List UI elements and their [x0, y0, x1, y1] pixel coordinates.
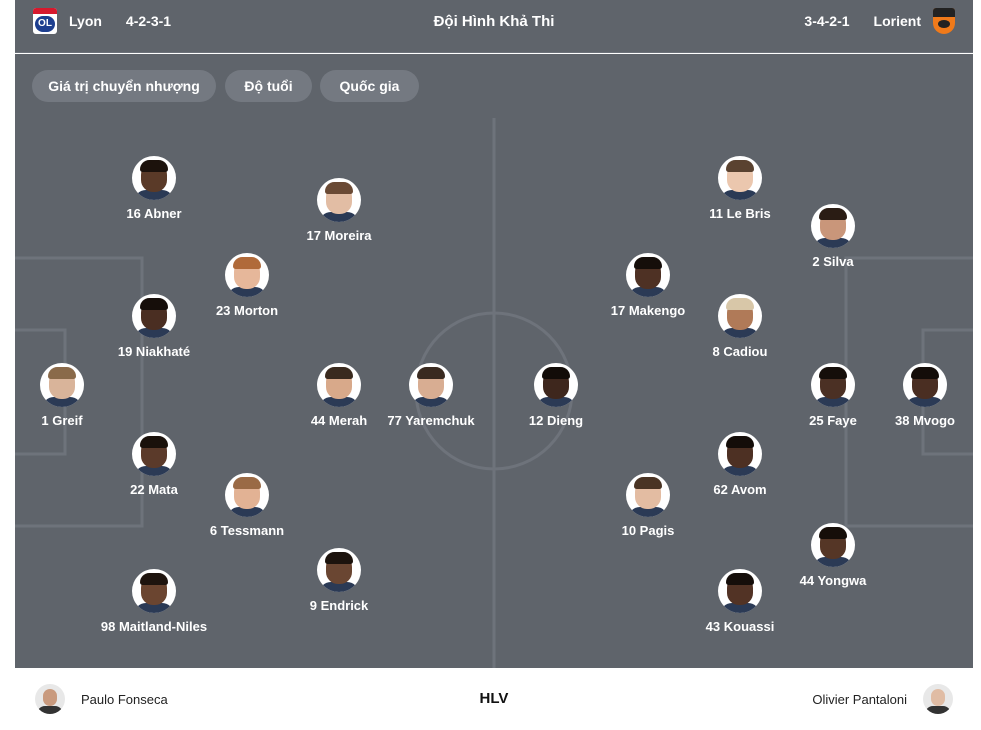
player-label: 11 Le Bris: [709, 206, 771, 221]
player-avatar: [534, 363, 578, 407]
player-label: 19 Niakhaté: [117, 344, 191, 359]
player-label: 43 Kouassi: [705, 619, 775, 634]
player-avatar: [409, 363, 453, 407]
player-avatar: [317, 548, 361, 592]
player-label: 16 Abner: [126, 206, 182, 221]
player-avatar: [225, 473, 269, 517]
player-avatar: [132, 432, 176, 476]
lorient-crest-icon: [933, 8, 955, 34]
player-label: 12 Dieng: [528, 413, 584, 428]
player-label: 10 Pagis: [621, 523, 675, 538]
away-coach[interactable]: Olivier Pantaloni: [812, 684, 953, 714]
home-coach-face: [43, 689, 57, 706]
player-avatar: [40, 363, 84, 407]
player-label: 9 Endrick: [309, 598, 369, 613]
filter-country-button[interactable]: Quốc gia: [320, 70, 419, 102]
away-team-name: Lorient: [873, 13, 921, 29]
player-label: 6 Tessmann: [209, 523, 285, 538]
player-avatar: [626, 473, 670, 517]
away-coach-avatar: [923, 684, 953, 714]
player-label: 17 Makengo: [610, 303, 686, 318]
player-avatar: [317, 178, 361, 222]
filter-chips: Giá trị chuyển nhượng Độ tuổi Quốc gia: [15, 54, 973, 118]
player-avatar: [811, 363, 855, 407]
away-formation: 3-4-2-1: [804, 13, 850, 29]
home-coach-avatar: [35, 684, 65, 714]
home-team: OL Lyon 4-2-3-1: [33, 8, 171, 34]
player-label: 98 Maitland-Niles: [100, 619, 208, 634]
lineup-title: Đội Hình Khả Thi: [433, 13, 555, 30]
player-avatar: [132, 569, 176, 613]
home-coach-name: Paulo Fonseca: [81, 691, 168, 707]
player-avatar: [132, 156, 176, 200]
player-avatar: [903, 363, 947, 407]
player-avatar: [132, 294, 176, 338]
player-label: 22 Mata: [130, 482, 178, 497]
pitch: 1 Greif 16 Abner 19 Niakhaté 22 Mata 98 Mait…: [15, 118, 973, 668]
player-avatar: [626, 253, 670, 297]
player-avatar: [317, 363, 361, 407]
player-label: 23 Morton: [215, 303, 279, 318]
away-team: 3-4-2-1 Lorient: [804, 8, 955, 34]
away-coach-name: Olivier Pantaloni: [812, 691, 907, 707]
player-avatar: [811, 204, 855, 248]
home-coach[interactable]: Paulo Fonseca: [35, 684, 168, 714]
player-avatar: [225, 253, 269, 297]
player-label: 25 Faye: [809, 413, 857, 428]
player-avatar: [718, 156, 762, 200]
coach-bar: Paulo Fonseca HLV Olivier Pantaloni: [15, 668, 973, 730]
away-coach-face: [931, 689, 945, 706]
lineup-widget: OL Lyon 4-2-3-1 Đội Hình Khả Thi 3-4-2-1…: [15, 0, 973, 730]
lyon-crest-icon: OL: [33, 8, 57, 34]
player-avatar: [718, 569, 762, 613]
player-label: 1 Greif: [41, 413, 83, 428]
player-label: 62 Avom: [713, 482, 767, 497]
filter-transfer-value-button[interactable]: Giá trị chuyển nhượng: [32, 70, 216, 102]
player-label: 44 Merah: [310, 413, 368, 428]
coach-label: HLV: [479, 690, 509, 707]
player-label: 44 Yongwa: [799, 573, 867, 588]
player-label: 2 Silva: [812, 254, 854, 269]
home-team-name: Lyon: [69, 13, 102, 29]
player-avatar: [718, 432, 762, 476]
player-label: 77 Yaremchuk: [387, 413, 475, 428]
player-label: 8 Cadiou: [712, 344, 768, 359]
player-avatar: [811, 523, 855, 567]
player-label: 17 Moreira: [306, 228, 372, 243]
player-label: 38 Mvogo: [895, 413, 955, 428]
filter-age-button[interactable]: Độ tuổi: [225, 70, 312, 102]
player-avatar: [718, 294, 762, 338]
lineup-header: OL Lyon 4-2-3-1 Đội Hình Khả Thi 3-4-2-1…: [15, 0, 973, 53]
home-formation: 4-2-3-1: [125, 13, 172, 29]
